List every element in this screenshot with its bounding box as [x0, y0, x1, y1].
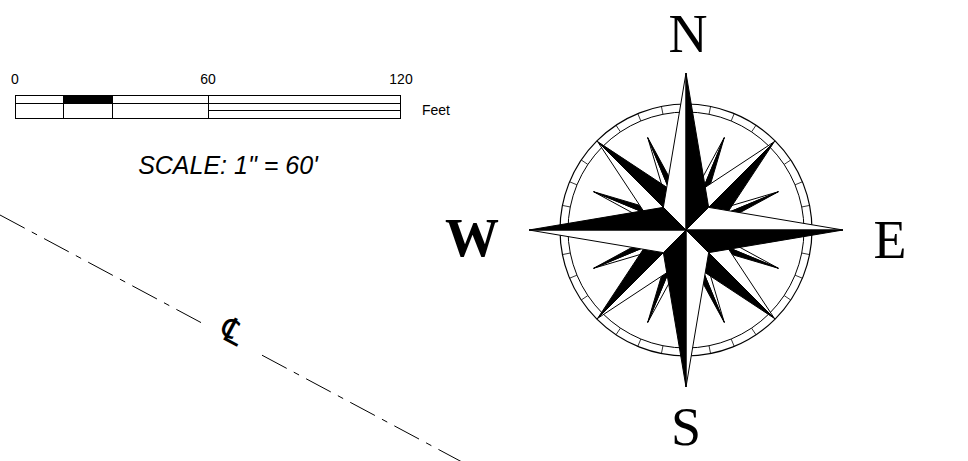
compass-point	[686, 230, 843, 253]
compass-tick	[752, 328, 756, 335]
compass-tick	[581, 160, 588, 164]
compass-tick	[802, 253, 810, 255]
centerline-symbol: ℄	[215, 311, 250, 351]
compass-tick	[616, 328, 620, 335]
scale-tick-label: 0	[11, 72, 19, 86]
compass-point	[663, 73, 686, 230]
compass-letter: S	[671, 400, 701, 454]
scale-note: SCALE: 1" = 60'	[138, 153, 318, 178]
compass-point	[663, 230, 686, 387]
compass-tick	[795, 275, 802, 278]
compass-tick	[709, 106, 711, 114]
scale-unit: Feet	[422, 103, 450, 117]
compass-letter: W	[445, 211, 499, 265]
compass-letter: E	[874, 213, 907, 267]
compass-tick	[784, 296, 791, 300]
compass-tick	[570, 275, 577, 278]
compass-tick	[562, 253, 570, 255]
compass-tick	[752, 125, 756, 132]
compass-tick	[731, 339, 734, 346]
compass-tick	[802, 205, 810, 207]
centerline	[0, 215, 462, 461]
compass-tick	[581, 296, 588, 300]
scale-tick-label: 60	[200, 72, 216, 86]
compass-tick	[795, 182, 802, 185]
compass-tick	[616, 125, 620, 132]
scale-bar	[16, 96, 401, 119]
compass-letter: N	[669, 7, 708, 61]
compass-tick	[638, 114, 641, 121]
compass-point	[686, 230, 709, 387]
compass-point	[529, 207, 686, 230]
compass-tick	[661, 106, 663, 114]
compass-point	[686, 73, 709, 230]
compass-tick	[731, 114, 734, 121]
compass-point	[686, 207, 843, 230]
compass-tick	[638, 339, 641, 346]
compass-point	[529, 230, 686, 253]
scale-tick-label: 120	[389, 72, 412, 86]
compass-tick	[661, 346, 663, 354]
compass-tick	[784, 160, 791, 164]
compass-tick	[562, 205, 570, 207]
compass-rose	[529, 73, 843, 387]
compass-tick	[570, 182, 577, 185]
compass-tick	[709, 346, 711, 354]
